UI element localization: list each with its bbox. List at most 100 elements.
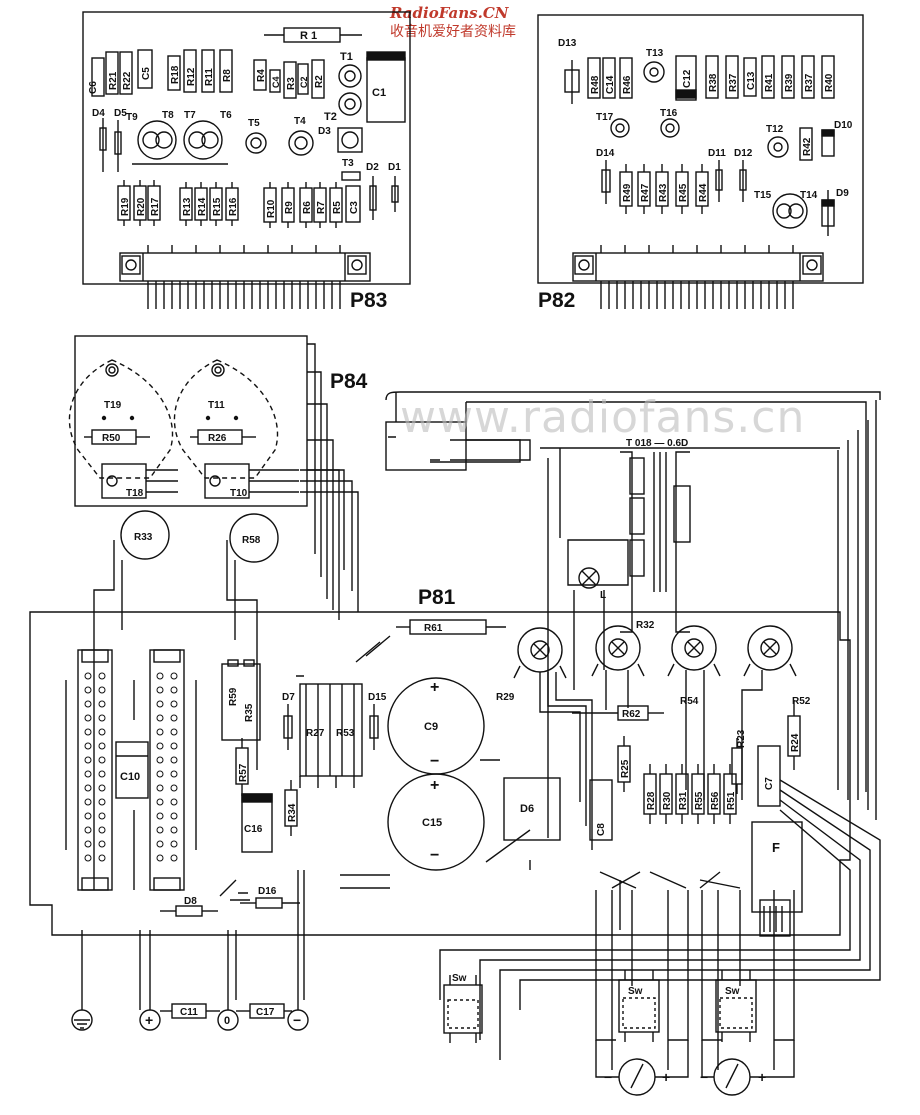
label-d16: D16 — [258, 886, 277, 897]
watermark-subtitle: 收音机爱好者资料库 — [390, 24, 516, 40]
label-r15: R15 — [212, 197, 223, 216]
label-t13: T13 — [646, 48, 664, 59]
label-r38: R38 — [708, 73, 719, 92]
label-r17: R17 — [150, 197, 161, 216]
label-r30: R30 — [662, 791, 673, 810]
label-t8: T8 — [162, 110, 174, 121]
label-r59: R59 — [228, 687, 239, 706]
label-r53: R53 — [336, 728, 355, 739]
label-d10: D10 — [834, 120, 853, 131]
label-d14: D14 — [596, 148, 615, 159]
label-r11: R11 — [204, 68, 215, 86]
meter1-minus: − — [604, 1069, 612, 1085]
label-c5: C5 — [141, 67, 152, 80]
label-r4: R4 — [256, 69, 267, 82]
label-c12: C12 — [682, 69, 693, 88]
label-r8: R8 — [222, 69, 233, 82]
board-label-p82: P82 — [538, 289, 576, 312]
label-r10: R10 — [266, 199, 277, 218]
label-c14: C14 — [605, 75, 616, 94]
meter1-plus: + — [662, 1069, 670, 1085]
label-r49: R49 — [622, 183, 633, 202]
label-d2: D2 — [366, 162, 379, 173]
label-r40: R40 — [824, 73, 835, 92]
label-c15-minus: − — [430, 847, 439, 864]
label-r12: R12 — [186, 67, 197, 86]
label-r58: R58 — [242, 535, 261, 546]
label-c13: C13 — [746, 71, 757, 90]
label-r28: R28 — [646, 791, 657, 810]
label-r29: R29 — [496, 692, 515, 703]
label-r32: R32 — [636, 620, 655, 631]
label-r21: R21 — [108, 71, 119, 90]
label-r50: R50 — [102, 433, 121, 444]
label-t19: T19 — [104, 400, 122, 411]
label-c3: C3 — [349, 201, 360, 214]
label-c11: C11 — [180, 1007, 198, 1018]
label-r48: R48 — [590, 75, 601, 94]
label-r41: R41 — [764, 73, 775, 92]
label-t3: T3 — [342, 158, 354, 169]
label-c4: C4 — [271, 76, 281, 88]
label-c9-plus: + — [430, 679, 439, 696]
label-t7: T7 — [184, 110, 196, 121]
label-d9: D9 — [836, 188, 849, 199]
label-r37: R37 — [728, 73, 739, 92]
watermark-overlay: www.radiofans.cn — [400, 392, 806, 443]
meter2-plus: + — [758, 1069, 766, 1085]
label-r61: R61 — [424, 623, 443, 634]
label-r31: R31 — [678, 791, 689, 810]
p83-board-outline — [82, 11, 411, 285]
label-d12: D12 — [734, 148, 753, 159]
label-l: L — [600, 590, 606, 601]
label-sw2: Sw — [628, 986, 643, 997]
label-r3: R3 — [286, 77, 297, 90]
label-d11: D11 — [708, 148, 726, 159]
label-r9: R9 — [284, 201, 295, 214]
label-r39: R39 — [784, 73, 795, 92]
terminal-plus: + — [145, 1012, 153, 1028]
label-sw3: Sw — [725, 986, 740, 997]
label-c1: C1 — [372, 87, 386, 99]
label-t4: T4 — [294, 116, 306, 127]
label-d7: D7 — [282, 692, 295, 703]
label-r23: R23 — [736, 729, 747, 748]
label-r20: R20 — [136, 197, 147, 216]
label-r7: R7 — [316, 201, 327, 214]
label-c9: C9 — [424, 721, 438, 733]
label-t14: T14 — [800, 190, 818, 201]
label-c7: C7 — [764, 777, 775, 790]
label-t18: T18 — [126, 488, 144, 499]
label-d1: D1 — [388, 162, 401, 173]
label-r24: R24 — [790, 733, 801, 752]
label-d6: D6 — [520, 803, 534, 815]
label-c15-plus: + — [430, 777, 439, 794]
label-r55: R55 — [694, 791, 705, 810]
label-t11: T11 — [208, 400, 225, 411]
label-r33: R33 — [134, 532, 153, 543]
terminal-minus: − — [293, 1012, 301, 1028]
label-t12: T12 — [766, 124, 784, 135]
label-d5: D5 — [114, 108, 127, 119]
label-c9-minus: − — [430, 753, 439, 770]
label-sw1: Sw — [452, 973, 467, 984]
label-d15: D15 — [368, 692, 387, 703]
label-t6: T6 — [220, 110, 232, 121]
label-t16: T16 — [660, 108, 678, 119]
label-d3: D3 — [318, 126, 331, 137]
label-r62: R62 — [622, 709, 641, 720]
p82-connector — [572, 252, 824, 282]
label-t15: T15 — [754, 190, 772, 201]
p84-board-outline — [74, 335, 308, 507]
board-label-p81: P81 — [418, 586, 456, 609]
label-c17: C17 — [256, 1007, 275, 1018]
label-r27: R27 — [306, 728, 325, 739]
label-r26: R26 — [208, 433, 227, 444]
label-r25: R25 — [620, 759, 631, 778]
label-r51: R51 — [726, 791, 737, 810]
label-r2: R2 — [314, 75, 325, 88]
label-r52: R52 — [792, 696, 811, 707]
label-r47: R47 — [640, 183, 651, 202]
label-t10: T10 — [230, 488, 248, 499]
